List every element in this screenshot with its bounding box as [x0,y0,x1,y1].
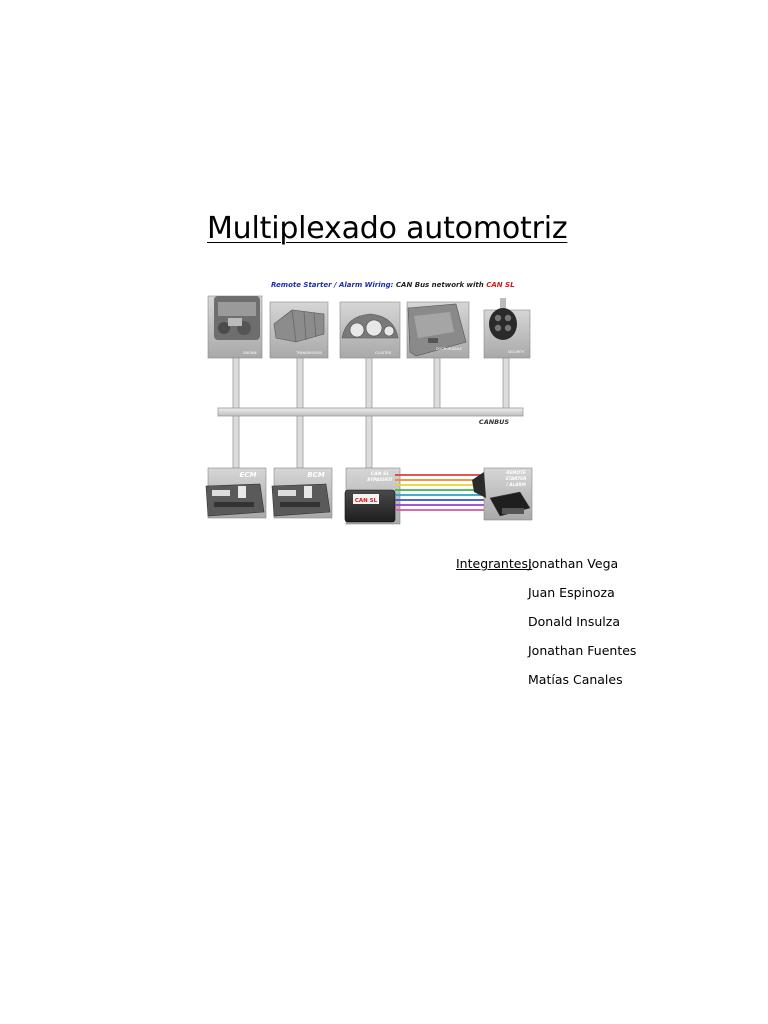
bypass-box-label: CAN SL [355,498,378,504]
remote-starter-alarm-module: REMOTE STARTER / ALARM [472,467,533,521]
member-name: Jonathan Fuentes [528,643,637,658]
document-title: Multiplexado automotriz [207,211,568,246]
can-sl-bypass-module: CAN SL BYPASSKIT CAN SL [344,467,401,525]
can-bus-diagram-svg: Remote Starter / Alarm Wiring: CAN Bus n… [205,281,533,525]
member-name: Matías Canales [528,672,623,687]
can-bus-diagram: Remote Starter / Alarm Wiring: CAN Bus n… [200,272,540,534]
remote-label-line3: / ALARM [505,482,526,487]
ecm-label: ECM [240,471,257,479]
member-row: Donald Insulza [456,611,636,640]
engine-module: ENGINE [207,295,263,359]
bypass-label-line2: BYPASSKIT [367,477,394,482]
caption-part1: Remote Starter / Alarm Wiring: [271,281,394,289]
diagram-caption: Remote Starter / Alarm Wiring: CAN Bus n… [271,281,515,289]
member-name: Juan Espinoza [528,585,615,600]
member-row: Jonathan Fuentes [456,640,636,669]
engine-label: ENGINE [243,351,257,355]
remote-label-line1: REMOTE [506,470,526,475]
member-row: Integrantes:Jonathan Vega [456,553,636,582]
transmission-label: TRANSMISSION [295,351,322,355]
member-name: Donald Insulza [528,614,620,629]
canbus-label: CANBUS [479,418,509,426]
security-label: SECURITY [508,350,526,354]
transmission-module: TRANSMISSION [269,301,329,359]
door-module-label: DOOR MODULE [436,347,462,351]
canbus-line [217,407,524,417]
members-label: Integrantes: [456,556,533,571]
remote-label-line2: STARTER [506,476,527,481]
bypass-label-line1: CAN SL [371,471,390,477]
bcm-label: BCM [307,471,324,479]
ecm-module: ECM [205,467,267,519]
member-name: Jonathan Vega [528,556,619,571]
caption-part3: CAN SL [486,281,514,289]
door-module: DOOR MODULE [406,301,470,359]
member-row: Matías Canales [456,669,636,698]
bcm-module: BCM [271,467,333,519]
security-module: SECURITY [483,298,531,359]
cluster-module: CLUSTER [339,301,401,359]
cluster-label: CLUSTER [375,351,392,355]
member-row: Juan Espinoza [456,582,636,611]
caption-part2: CAN Bus network with [393,281,486,289]
members-list: Integrantes:Jonathan Vega Juan Espinoza … [456,553,636,698]
